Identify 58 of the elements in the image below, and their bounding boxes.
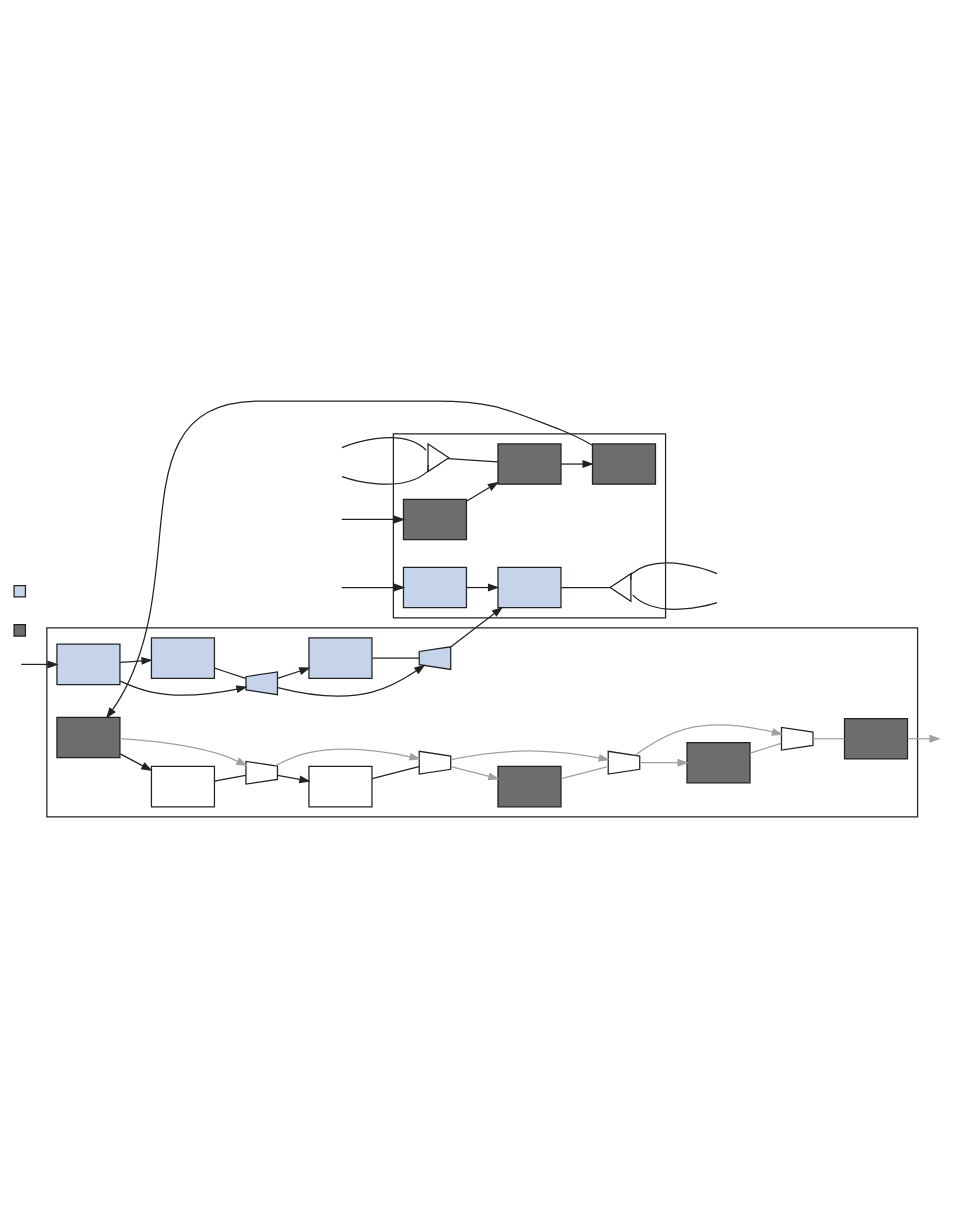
node-box xyxy=(497,566,562,608)
node-box xyxy=(843,717,909,760)
arrow xyxy=(119,752,153,771)
arrow xyxy=(119,656,153,665)
node-triangle xyxy=(427,442,450,473)
connector xyxy=(214,667,247,679)
arrow xyxy=(560,459,594,468)
connector xyxy=(749,742,782,754)
connector xyxy=(341,464,430,485)
node-trapezoid xyxy=(418,645,452,670)
node-box xyxy=(150,636,216,679)
connector xyxy=(447,457,499,463)
node-trapezoid xyxy=(245,760,279,785)
arrow xyxy=(105,399,594,719)
arrow xyxy=(20,659,59,668)
connector xyxy=(812,737,845,739)
connector xyxy=(560,765,609,779)
connector xyxy=(560,586,611,588)
node-box xyxy=(308,636,373,679)
arrow xyxy=(277,774,311,783)
node-box xyxy=(497,442,562,485)
arrow xyxy=(639,758,689,767)
arrow xyxy=(450,765,500,780)
arrow xyxy=(466,481,500,502)
node-box xyxy=(56,643,121,685)
arrow xyxy=(341,583,406,591)
connector xyxy=(214,774,247,782)
node-box xyxy=(308,765,373,807)
node-box xyxy=(56,716,121,758)
arrow xyxy=(341,515,406,523)
node-trapezoid xyxy=(245,670,279,695)
arrow xyxy=(119,737,248,766)
arrow xyxy=(274,748,421,766)
connector xyxy=(371,765,420,779)
node-trapezoid xyxy=(780,726,814,751)
arrow xyxy=(634,723,784,756)
node-box xyxy=(497,765,562,807)
node-box xyxy=(591,442,657,485)
connector xyxy=(629,561,718,581)
arrow xyxy=(450,749,610,762)
node-box xyxy=(13,623,27,637)
node-triangle xyxy=(609,572,632,603)
arrow xyxy=(277,666,311,679)
node-box xyxy=(686,741,751,783)
arrow xyxy=(119,680,248,696)
node-box xyxy=(13,584,27,598)
node-box xyxy=(402,498,468,540)
node-trapezoid xyxy=(607,750,641,775)
connector xyxy=(371,656,420,659)
node-box xyxy=(402,566,468,608)
connector xyxy=(341,436,427,451)
arrow xyxy=(466,583,500,591)
connector xyxy=(632,593,718,610)
node-box xyxy=(150,765,216,807)
arrow xyxy=(277,664,426,696)
arrow xyxy=(450,606,504,647)
node-trapezoid xyxy=(418,750,452,775)
arrow xyxy=(907,734,941,743)
